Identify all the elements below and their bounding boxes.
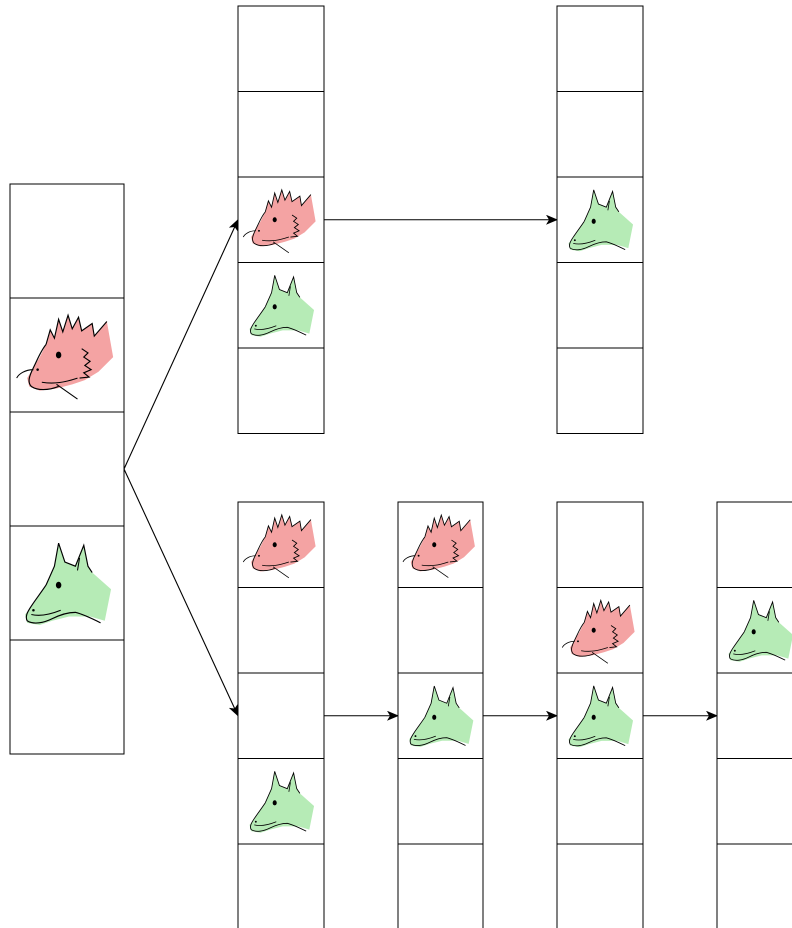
green-creature-icon xyxy=(249,275,315,337)
cell-green xyxy=(556,176,644,263)
cell-box xyxy=(9,639,125,755)
green-creature-body xyxy=(728,600,792,662)
cell-green xyxy=(397,672,484,759)
cell-empty xyxy=(556,758,644,845)
column-bottom-4 xyxy=(716,501,792,928)
cell-empty xyxy=(237,843,325,928)
cell-empty xyxy=(9,639,125,755)
cell-empty xyxy=(237,587,325,674)
cell-green xyxy=(237,262,325,349)
cell-box xyxy=(556,843,644,928)
cell-box xyxy=(9,411,125,527)
green-creature-body xyxy=(568,189,634,252)
green-creature-icon xyxy=(728,600,792,662)
cell-box xyxy=(556,347,644,434)
cell-green xyxy=(9,525,125,641)
cell-empty xyxy=(556,91,644,178)
cell-box xyxy=(9,183,125,299)
cell-empty xyxy=(397,587,484,674)
cell-empty xyxy=(397,843,484,928)
cell-empty xyxy=(716,843,792,928)
cell-green xyxy=(237,758,325,845)
green-creature-icon xyxy=(409,685,474,748)
cell-box xyxy=(716,758,792,845)
green-creature-body xyxy=(249,771,315,833)
cell-empty xyxy=(237,347,325,434)
column-top-2 xyxy=(556,5,644,434)
green-creature-body xyxy=(568,685,634,748)
cell-red xyxy=(9,297,125,413)
cell-box xyxy=(716,843,792,928)
cell-empty xyxy=(237,91,325,178)
cell-box xyxy=(237,843,325,928)
cell-empty xyxy=(716,672,792,759)
red-creature-body xyxy=(410,515,475,572)
cell-empty xyxy=(237,5,325,92)
cell-box xyxy=(556,262,644,349)
cell-box xyxy=(237,347,325,434)
red-creature-body xyxy=(251,514,316,572)
red-creature-body xyxy=(27,315,114,391)
column-bottom-3 xyxy=(556,501,644,928)
red-creature-icon xyxy=(242,188,316,254)
cell-empty xyxy=(716,501,792,588)
cell-box xyxy=(556,91,644,178)
cell-empty xyxy=(9,183,125,299)
cell-empty xyxy=(556,347,644,434)
green-creature-icon xyxy=(568,189,634,252)
cell-box xyxy=(397,758,484,845)
red-creature-body xyxy=(251,189,316,247)
cell-red xyxy=(237,176,325,263)
cell-empty xyxy=(556,501,644,588)
column-top-1 xyxy=(237,5,325,434)
red-creature-icon xyxy=(402,513,475,578)
arrows-layer xyxy=(123,214,718,721)
arrow-start-to-top-1 xyxy=(123,218,239,470)
red-creature-body xyxy=(570,600,635,657)
cell-box xyxy=(237,5,325,92)
cell-box xyxy=(397,843,484,928)
cell-green xyxy=(556,672,644,759)
cell-box xyxy=(237,91,325,178)
red-creature-icon xyxy=(16,313,114,400)
column-bottom-2 xyxy=(397,501,484,928)
cell-box xyxy=(556,501,644,588)
cell-empty xyxy=(556,262,644,349)
cell-empty xyxy=(716,758,792,845)
cell-box xyxy=(556,5,644,92)
column-bottom-1 xyxy=(237,501,325,928)
column-start xyxy=(9,183,125,755)
green-creature-icon xyxy=(568,685,634,748)
cell-empty xyxy=(237,672,325,759)
cell-box xyxy=(237,672,325,759)
cell-red xyxy=(556,587,644,674)
green-creature-icon xyxy=(249,771,315,833)
cell-empty xyxy=(397,758,484,845)
cell-box xyxy=(716,501,792,588)
red-creature-icon xyxy=(242,513,316,579)
green-creature-body xyxy=(25,543,112,625)
cell-box xyxy=(556,758,644,845)
cell-box xyxy=(716,672,792,759)
red-creature-icon xyxy=(561,598,635,664)
green-creature-body xyxy=(249,275,315,337)
green-creature-body xyxy=(409,686,474,748)
cell-red xyxy=(237,501,325,588)
cell-empty xyxy=(556,843,644,928)
cell-empty xyxy=(556,5,644,92)
cell-box xyxy=(397,587,484,674)
arrow-start-to-bottom-1 xyxy=(123,468,239,717)
cell-box xyxy=(237,587,325,674)
columns-layer xyxy=(9,5,792,928)
green-creature-icon xyxy=(25,542,112,625)
cell-red xyxy=(397,501,484,588)
cell-green xyxy=(716,587,792,674)
cell-empty xyxy=(9,411,125,527)
